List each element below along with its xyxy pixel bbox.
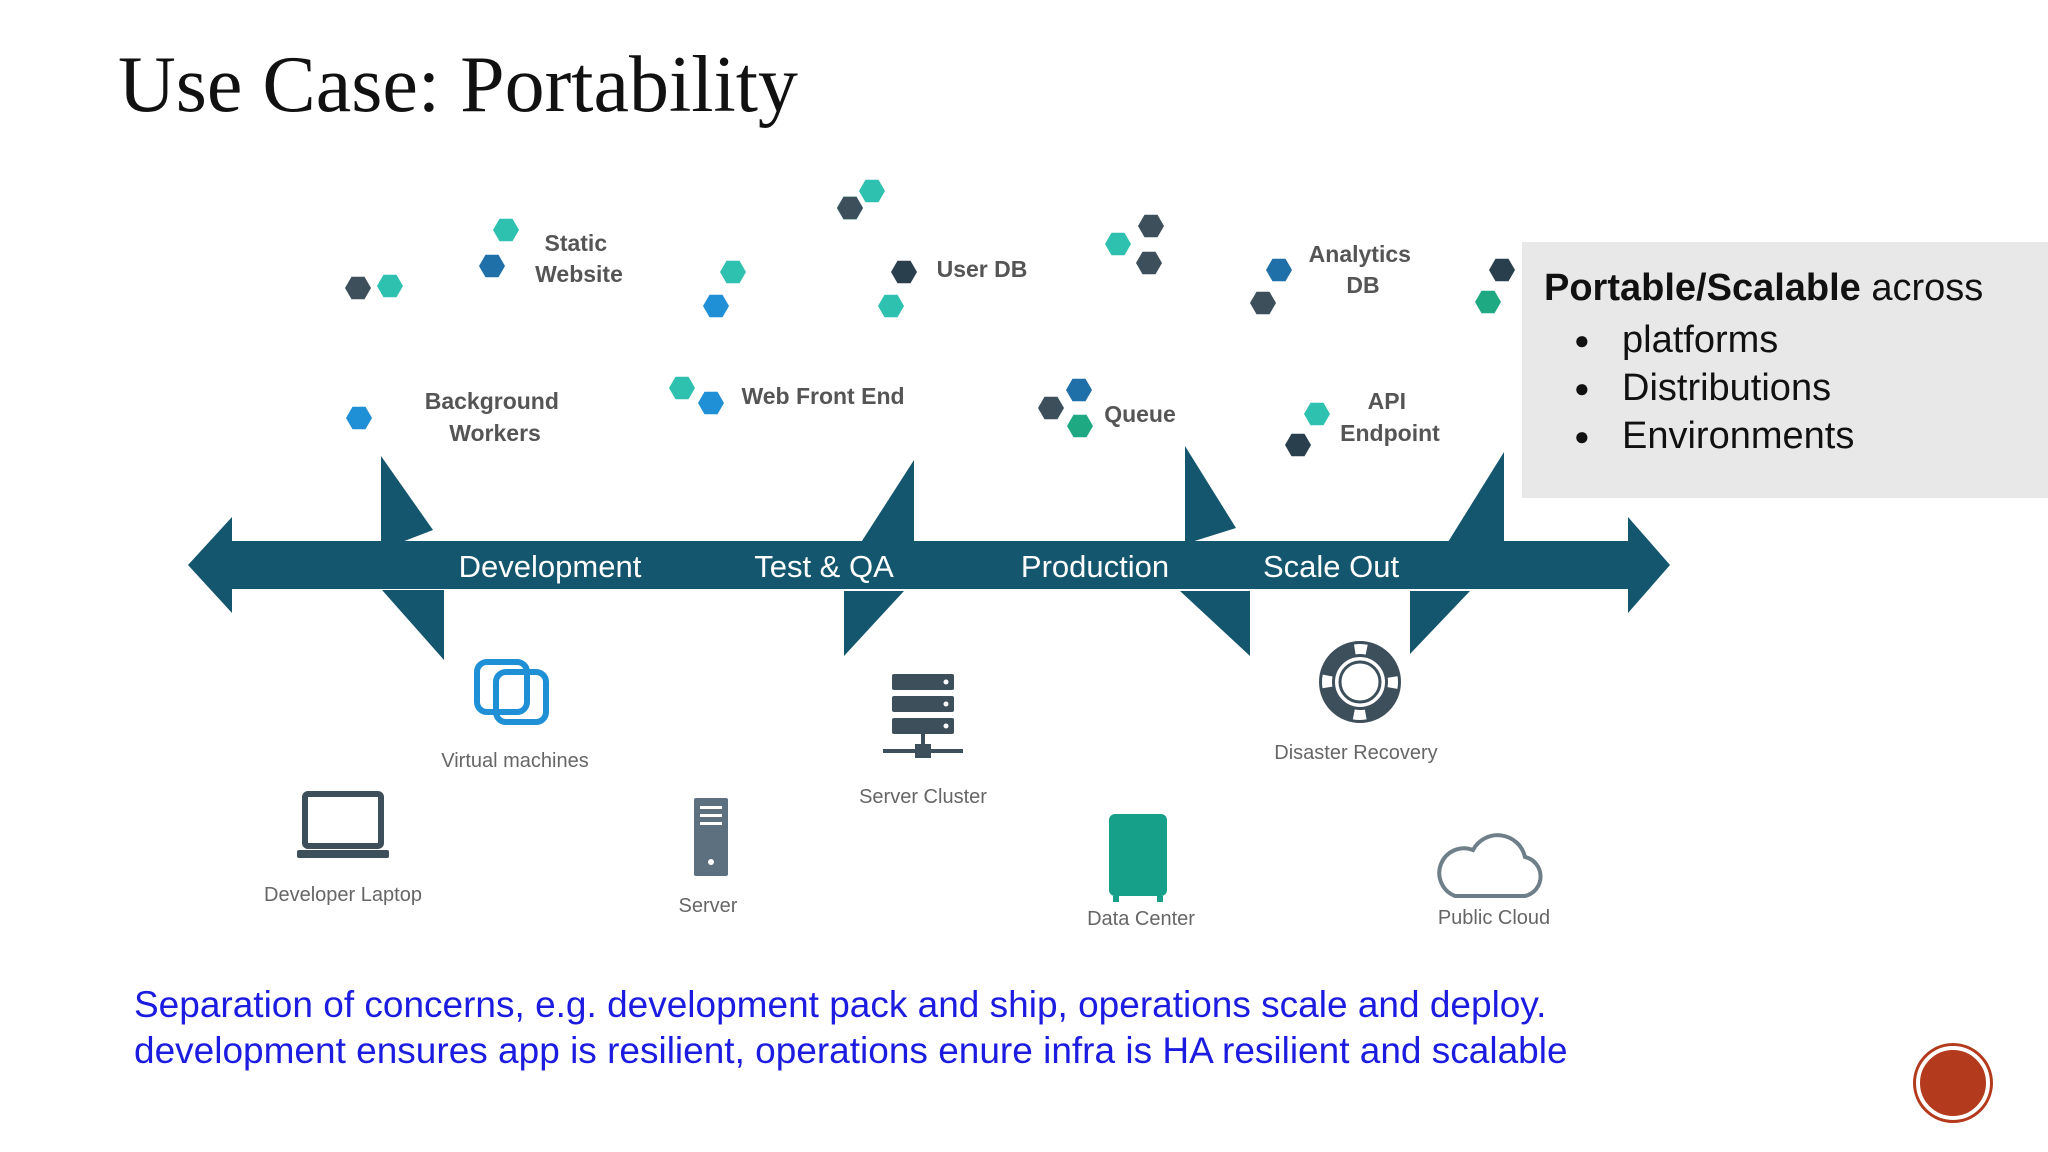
hexagon-cluster-api-endpoint — [1285, 402, 1330, 457]
stage-production: Production — [1021, 549, 1169, 584]
label-user-db: User DB — [937, 256, 1028, 282]
label-virtual-machines: Virtual machines — [441, 750, 588, 772]
data-center-icon — [1109, 814, 1167, 902]
hexagon-cluster-background-workers — [346, 406, 372, 430]
footer-line-1: Separation of concerns, e.g. development… — [134, 984, 1547, 1025]
footer-note: Separation of concerns, e.g. development… — [134, 982, 1568, 1074]
label-api-endpoint: API Endpoint — [1340, 388, 1440, 446]
slide-nav-button[interactable] — [1916, 1046, 1990, 1120]
hexagon-cluster-analytics-db — [1250, 258, 1292, 315]
stage-scale-out: Scale Out — [1263, 549, 1400, 584]
hexagon-cluster-queue — [1038, 378, 1093, 438]
callout-title-bold: Portable/Scalable — [1544, 267, 1861, 309]
server-cluster-icon — [883, 674, 963, 758]
hexagon-cluster-3 — [703, 260, 746, 318]
label-queue: Queue — [1104, 401, 1176, 427]
portability-diagram: Static Website User DB Analytics DB Back… — [188, 179, 1670, 930]
label-server: Server — [679, 895, 738, 917]
hexagon-cluster-user-db — [878, 260, 917, 318]
lifebuoy-icon — [1319, 641, 1401, 723]
label-data-center: Data Center — [1087, 908, 1195, 930]
hexagon-cluster-web-front-end — [669, 376, 724, 415]
stage-development: Development — [459, 549, 642, 584]
stage-test-qa: Test & QA — [754, 549, 894, 584]
footer-line-2: development ensures app is resilient, op… — [134, 1030, 1568, 1071]
hexagon-cluster-8 — [1475, 258, 1515, 314]
label-developer-laptop: Developer Laptop — [264, 884, 422, 906]
callout-list: platforms Distributions Environments — [1544, 316, 2048, 460]
label-disaster-recovery: Disaster Recovery — [1274, 742, 1437, 764]
laptop-icon — [297, 791, 389, 858]
label-background-workers: Background Workers — [425, 388, 566, 446]
label-web-front-end: Web Front End — [741, 383, 904, 409]
hexagon-cluster-1 — [345, 274, 403, 300]
slide-title: Use Case: Portability — [118, 41, 798, 129]
timeline-arrow — [188, 517, 1670, 613]
label-static-website: Static Website — [535, 230, 623, 287]
virtual-machines-icon — [474, 659, 549, 725]
hexagon-cluster-6 — [1105, 214, 1164, 275]
callout-box: Portable/Scalable across platforms Distr… — [1522, 242, 2048, 498]
hexagon-cluster-top — [837, 179, 885, 220]
callout-title: Portable/Scalable across — [1544, 267, 2048, 310]
callout-item: platforms — [1544, 316, 2048, 364]
server-icon — [694, 798, 728, 876]
callout-item: Environments — [1544, 412, 2048, 460]
hexagon-cluster-static-website — [479, 218, 519, 278]
stage-markers — [381, 446, 1504, 660]
callout-item: Distributions — [1544, 364, 2048, 412]
label-server-cluster: Server Cluster — [859, 786, 987, 808]
cloud-icon — [1437, 833, 1543, 898]
label-public-cloud: Public Cloud — [1438, 907, 1550, 929]
callout-title-rest: across — [1860, 267, 1984, 309]
label-analytics-db: Analytics DB — [1309, 241, 1418, 298]
